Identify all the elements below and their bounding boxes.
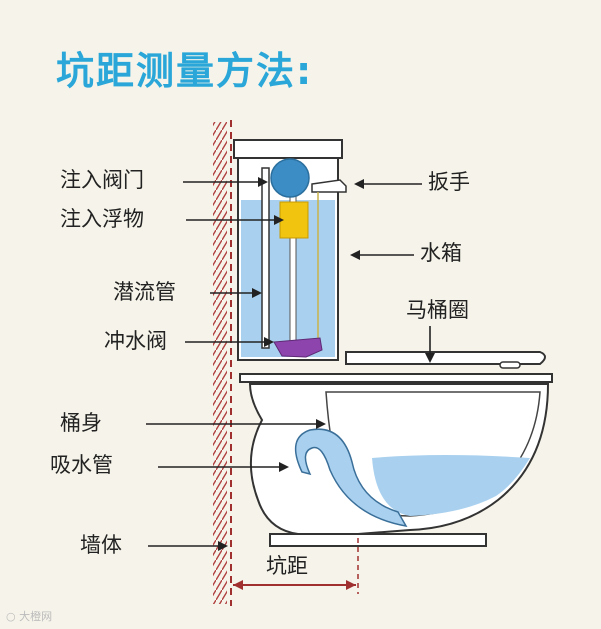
page-title: 坑距测量方法: (56, 49, 314, 93)
logo-icon: ○ (6, 610, 16, 623)
label-seat-ring: 马桶圈 (406, 298, 469, 322)
label-handle: 扳手 (428, 170, 470, 194)
watermark-text: 大橙网 (19, 610, 53, 623)
rough-in-dimension (233, 538, 359, 594)
inlet-float (279, 201, 309, 239)
float-ball (270, 158, 310, 198)
label-flush-valve: 冲水阀 (104, 329, 167, 353)
bowl-body (239, 373, 553, 547)
label-water-tank: 水箱 (420, 241, 462, 265)
label-siphon-pipe: 吸水管 (50, 453, 113, 477)
watermark: ○ 大橙网 (6, 608, 52, 624)
label-bowl-body: 桶身 (60, 411, 102, 435)
flush-valve (273, 337, 323, 358)
wall (213, 120, 232, 606)
seat-ring (345, 351, 546, 369)
label-rough-in: 坑距 (266, 554, 308, 578)
leader-lines (146, 177, 435, 551)
label-overflow-pipe: 潜流管 (113, 280, 176, 304)
label-wall: 墙体 (80, 533, 122, 557)
label-inlet-float: 注入浮物 (60, 207, 144, 231)
label-inlet-valve: 注入阀门 (60, 168, 144, 192)
